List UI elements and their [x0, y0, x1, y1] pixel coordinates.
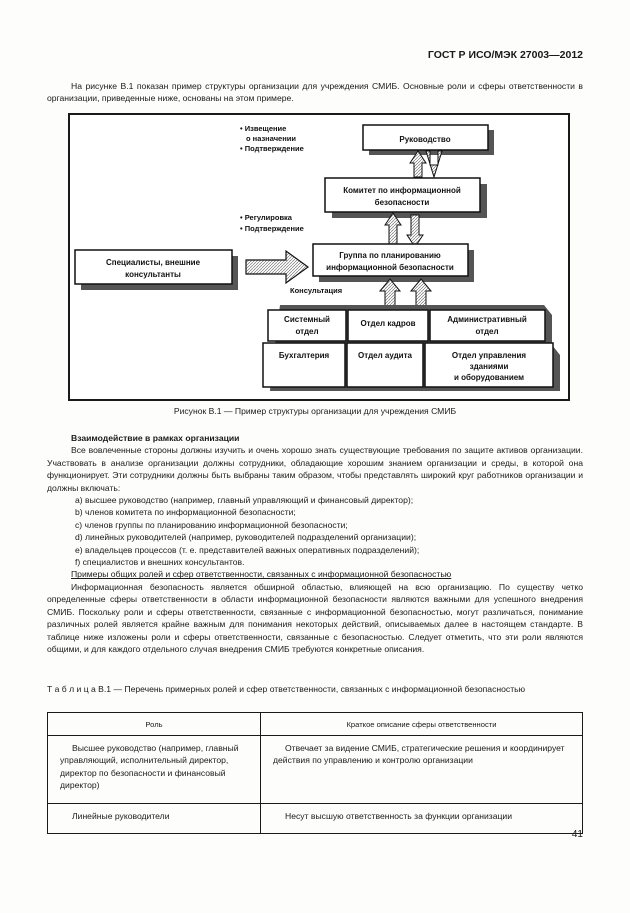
- section-paragraph-1: Все вовлеченные стороны должны изучить и…: [47, 445, 583, 493]
- departments-row-2: Бухгалтерия Отдел аудита Отдел управлени…: [262, 342, 560, 391]
- svg-text:отдел: отдел: [475, 327, 498, 336]
- leadership-label: Руководство: [399, 135, 450, 144]
- list-item: e) владельцев процессов (т. е. представи…: [75, 544, 420, 555]
- svg-text:Системный: Системный: [284, 315, 330, 324]
- list-item: c) членов группы по планированию информа…: [75, 519, 348, 530]
- list-item: f) специалистов и внешних консультантов.: [75, 557, 245, 568]
- table-row: Линейные руководители Несут высшую ответ…: [47, 803, 583, 834]
- leadership-committee-arrows: [409, 150, 443, 179]
- section-subheading: Примеры общих ролей и сфер ответственнос…: [71, 569, 452, 580]
- table-row: Высшее руководство (например, главный уп…: [47, 735, 583, 804]
- departments-to-group-arrows: [378, 278, 433, 308]
- list-item: b) членов комитета по информационной без…: [75, 507, 296, 518]
- list-item: d) линейных руководителей (например, рук…: [75, 532, 417, 543]
- table-header-role: Роль: [47, 712, 261, 736]
- committee-group-arrows: [384, 212, 424, 248]
- svg-text:Группа по планированию: Группа по планированию: [339, 251, 441, 260]
- svg-text:• Регулировка: • Регулировка: [240, 213, 293, 222]
- page-number: 41: [571, 829, 583, 840]
- specialists-to-group-arrow: [245, 249, 310, 285]
- specialists-box: Специалисты, внешние консультанты: [74, 249, 238, 290]
- intro-paragraph: На рисунке B.1 показан пример структуры …: [47, 81, 583, 104]
- table-header-description: Краткое описание сферы ответственности: [260, 712, 583, 736]
- svg-text:• Подтверждение: • Подтверждение: [240, 224, 304, 233]
- table-header-row: Роль Краткое описание сферы ответственно…: [47, 712, 583, 736]
- departments-row-1: Системный отдел Отдел кадров Администрат…: [267, 305, 552, 345]
- svg-text:Консультация: Консультация: [290, 286, 342, 295]
- flow-notes: • Извещение о назначении • Подтверждение…: [240, 124, 342, 295]
- leadership-box: Руководство: [362, 124, 494, 155]
- committee-box: Комитет по информационной безопасности: [324, 177, 487, 218]
- svg-text:отдел: отдел: [295, 327, 318, 336]
- section-paragraph-2: Информационная безопасность является обш…: [47, 581, 583, 654]
- list-item: a) высшее руководство (например, главный…: [75, 495, 414, 506]
- svg-text:Специалисты, внешние: Специалисты, внешние: [106, 258, 201, 267]
- svg-text:консультанты: консультанты: [125, 270, 181, 279]
- planning-group-box: Группа по планированию информационной бе…: [312, 243, 474, 282]
- section-body: Взаимодействие в рамках организации Все …: [47, 432, 583, 655]
- svg-text:• Извещение: • Извещение: [240, 124, 286, 133]
- document-header: ГОСТ Р ИСО/МЭК 27003—2012: [427, 49, 583, 61]
- table-cell: Линейные руководители: [47, 803, 261, 834]
- svg-text:Отдел кадров: Отдел кадров: [360, 319, 415, 328]
- svg-text:• Подтверждение: • Подтверждение: [240, 144, 304, 153]
- svg-text:и оборудованием: и оборудованием: [454, 373, 524, 382]
- section-title: Взаимодействие в рамках организации: [71, 433, 240, 443]
- svg-text:Бухгалтерия: Бухгалтерия: [279, 351, 330, 360]
- svg-text:Административный: Административный: [447, 315, 527, 324]
- table-cell: Отвечает за видение СМИБ, стратегические…: [260, 735, 583, 804]
- svg-text:информационной безопасности: информационной безопасности: [326, 263, 454, 272]
- table-cell: Высшее руководство (например, главный уп…: [47, 735, 261, 804]
- svg-text:Отдел аудита: Отдел аудита: [358, 351, 412, 360]
- svg-text:Комитет по информационной: Комитет по информационной: [343, 186, 461, 195]
- figure-caption: Рисунок B.1 — Пример структуры организац…: [173, 406, 457, 416]
- svg-text:безопасности: безопасности: [375, 198, 430, 207]
- svg-text:Отдел управления: Отдел управления: [452, 351, 526, 360]
- table-caption: Т а б л и ц а B.1 — Перечень примерных р…: [47, 684, 526, 694]
- svg-text:зданиями: зданиями: [470, 362, 509, 371]
- table-cell: Несут высшую ответственность за функции …: [260, 803, 583, 834]
- svg-text:о назначении: о назначении: [246, 134, 296, 143]
- org-structure-figure: Руководство Комитет по информационной бе…: [68, 113, 570, 401]
- roles-table: Роль Краткое описание сферы ответственно…: [47, 712, 583, 834]
